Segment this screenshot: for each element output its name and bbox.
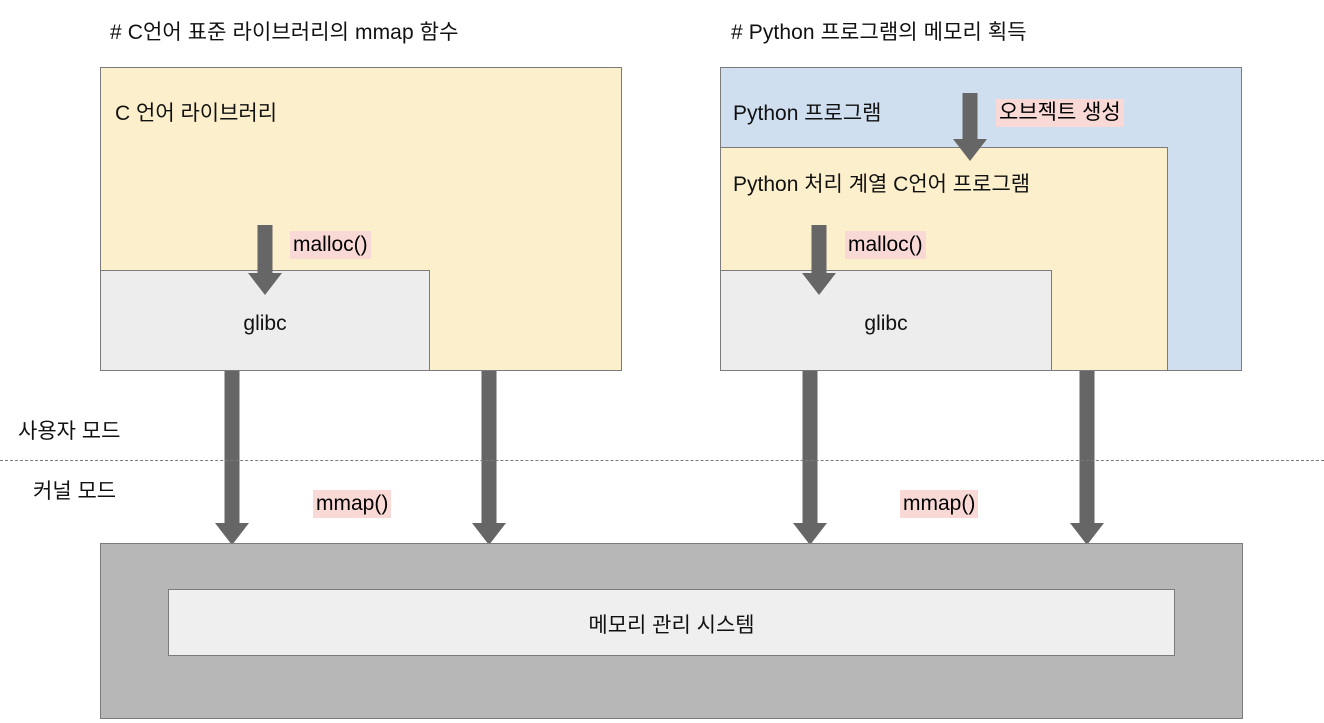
right-malloc-arrow <box>802 225 836 295</box>
right-mmap-arrow-glibc <box>793 371 827 545</box>
right-mmap-label: mmap() <box>900 490 979 519</box>
left-mmap-label: mmap() <box>313 490 392 519</box>
left-mmap-arrow-clib <box>472 371 506 545</box>
right-glibc-box <box>720 270 1052 371</box>
object-creation-label: 오브젝트 생성 <box>996 99 1124 128</box>
left-glibc-label: glibc <box>243 312 287 335</box>
left-panel-title: # C언어 표준 라이브러리의 mmap 함수 <box>110 21 459 44</box>
left-mmap-arrow-glibc <box>215 371 249 545</box>
kernel-mode-label: 커널 모드 <box>33 480 117 503</box>
c-library-label: C 언어 라이브러리 <box>115 102 278 125</box>
left-malloc-label: malloc() <box>290 231 371 260</box>
right-glibc-label: glibc <box>864 312 908 335</box>
right-panel-title: # Python 프로그램의 메모리 획득 <box>731 21 1027 44</box>
user-mode-label: 사용자 모드 <box>18 420 121 443</box>
memory-manager-label: 메모리 관리 시스템 <box>588 614 755 637</box>
python-runtime-label: Python 처리 계열 C언어 프로그램 <box>733 173 1031 196</box>
left-malloc-arrow <box>248 225 282 295</box>
right-malloc-label: malloc() <box>845 231 926 260</box>
object-creation-arrow <box>953 93 987 161</box>
memory-manager-box <box>168 589 1175 656</box>
python-program-label: Python 프로그램 <box>733 102 882 125</box>
right-mmap-arrow-runtime <box>1070 371 1104 545</box>
mode-divider-line <box>0 460 1324 461</box>
